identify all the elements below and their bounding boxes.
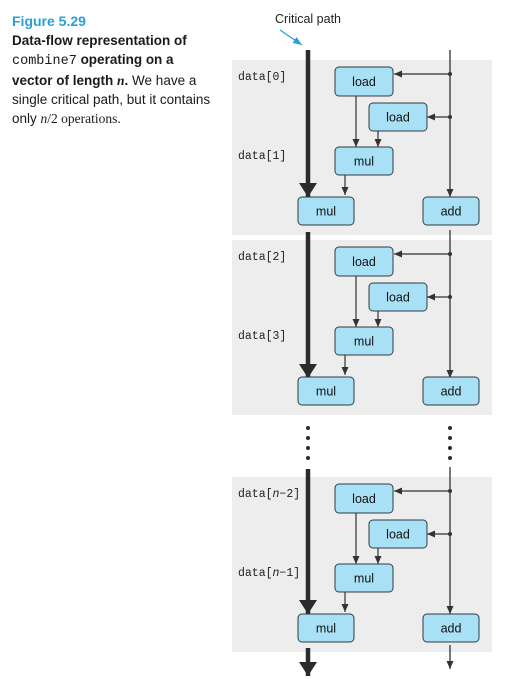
load-op-1-2-box [334,483,394,514]
data-label-bottom-1: data[3] [238,330,286,343]
mul-op-main-1-label: mul [316,385,336,399]
load-op-2-0-label: load [386,111,410,125]
mul-op-inner-0-label: mul [354,155,374,169]
critical-ellipsis-dot-2 [306,446,310,450]
add-op-0-box [422,196,480,226]
mul-op-inner-1-box [334,326,394,356]
data-label-bottom-0: data[1] [238,150,286,163]
caption-bold-1: Data-flow representation of [12,33,187,48]
mul-op-main-0-label: mul [316,205,336,219]
add-ellipsis-dot-1 [448,436,452,440]
load-op-1-1-label: load [352,255,376,269]
critical-ellipsis-dot-1 [306,436,310,440]
data-label-top-2: data[n−2] [238,488,300,501]
mul-op-inner-0-box [334,146,394,176]
mul-op-main-0-box [297,196,355,226]
load-op-1-1-box [334,246,394,277]
mul-op-inner-1-label: mul [354,335,374,349]
add-ellipsis-dot-0 [448,426,452,430]
mul-op-inner-2-box [334,563,394,593]
caption-plain-1: We have a single critical path, but it c… [12,73,211,126]
add-ellipsis-dot-3 [448,456,452,460]
mul-op-main-2-label: mul [316,622,336,636]
caption-plain-2: /2 operations. [47,111,121,126]
add-op-0-label: add [441,205,462,219]
critical-ellipsis-dot-0 [306,426,310,430]
load-op-2-1-box [368,282,428,312]
critical-ellipsis-dot-3 [306,456,310,460]
data-label-bottom-2: data[n−1] [238,567,300,580]
load-op-2-0-box [368,102,428,132]
add-ellipsis-dot-2 [448,446,452,450]
load-op-1-2-label: load [352,492,376,506]
add-op-1-box [422,376,480,406]
mul-op-main-2-box [297,613,355,643]
caption-bold-2: operating on a vector of length [12,52,174,88]
load-op-1-0-box [334,66,394,97]
critical-path-pointer-arrow [279,29,303,46]
add-op-1-label: add [441,385,462,399]
figure-label: Figure 5.29 [12,13,86,29]
caption-text: Data-flow representation of combine7 ope… [12,31,212,128]
caption-var-n2: n [40,111,48,126]
load-op-2-2-box [368,519,428,549]
caption-bold-3: . [124,73,129,88]
mul-op-inner-2-label: mul [354,572,374,586]
caption-var-n: n [117,73,125,88]
data-label-top-1: data[2] [238,251,286,264]
figure-caption: Figure 5.29 Data-flow representation of … [12,12,212,128]
caption-code: combine7 [12,54,77,69]
load-op-2-2-label: load [386,528,410,542]
data-label-top-0: data[0] [238,71,286,84]
add-op-2-label: add [441,622,462,636]
critical-path-label: Critical path [275,12,341,26]
load-op-2-1-label: load [386,291,410,305]
load-op-1-0-label: load [352,75,376,89]
mul-op-main-1-box [297,376,355,406]
add-op-2-box [422,613,480,643]
